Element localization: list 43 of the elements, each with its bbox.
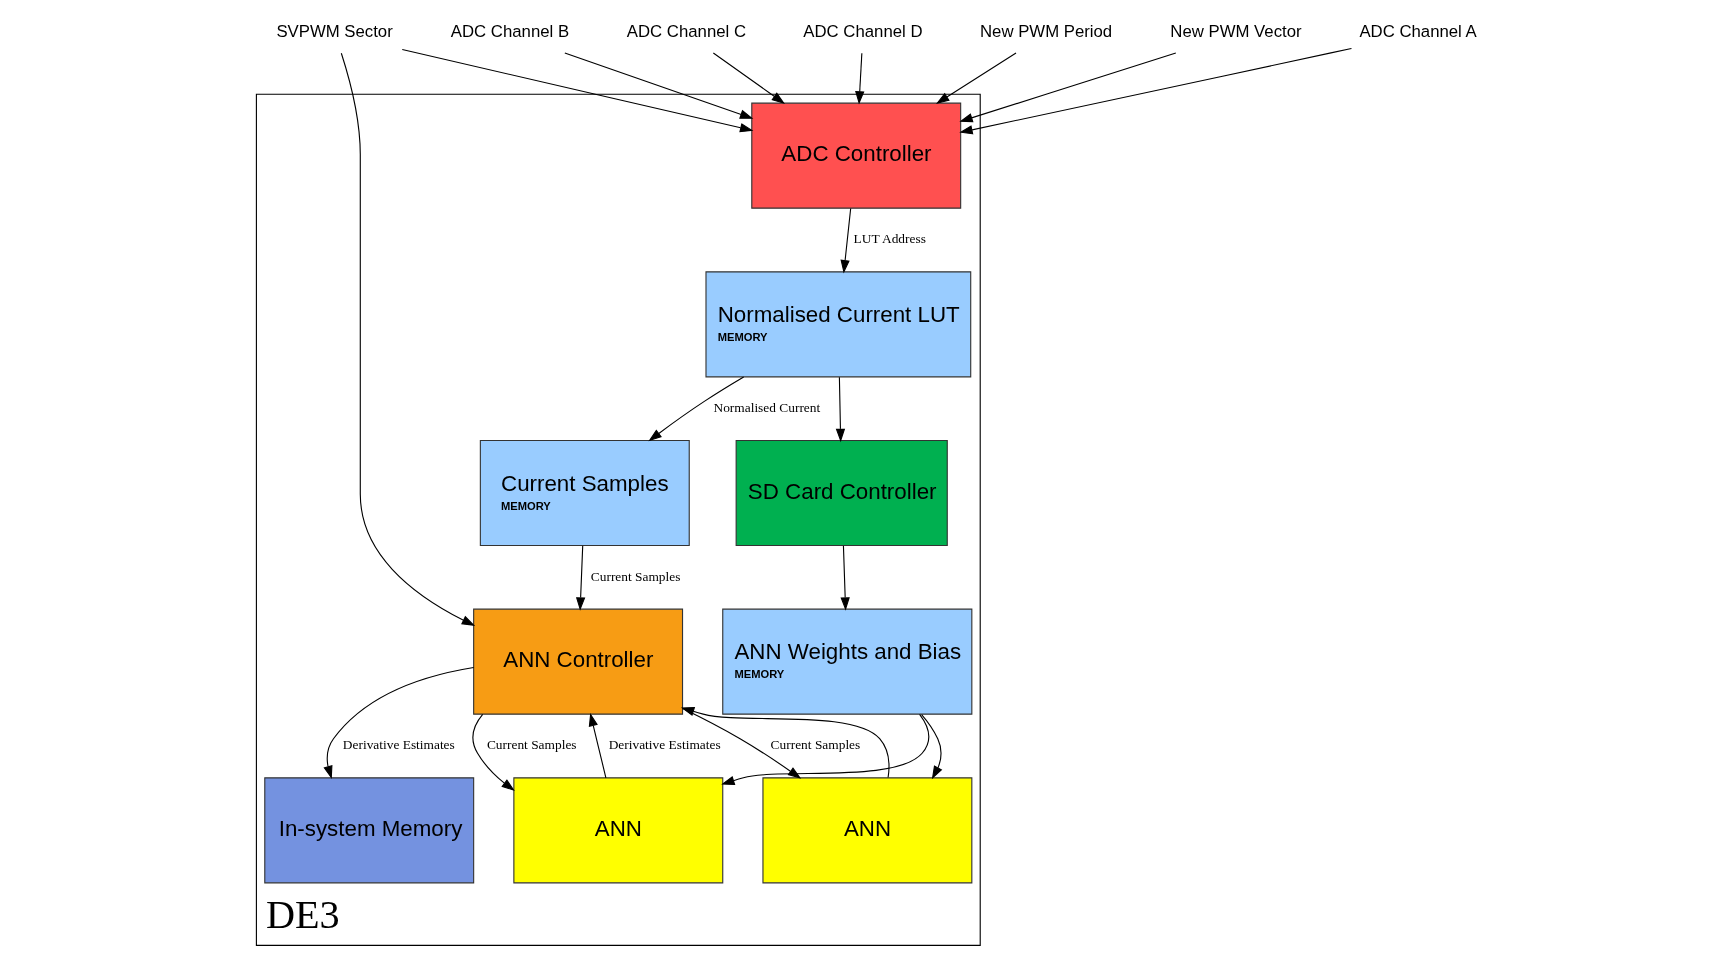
arrow [401, 49, 753, 133]
node-box: Current Samples MEMORY [479, 439, 690, 547]
node-box: SD Card Controller [735, 439, 948, 547]
node-box: ADC Controller [750, 102, 961, 209]
arrow [839, 207, 851, 274]
arrow [680, 706, 890, 779]
arrow [575, 545, 585, 611]
node-box: Normalised Current LUT MEMORY [704, 271, 971, 378]
edge-label: Current Samples [770, 737, 860, 753]
arrow [935, 52, 1017, 104]
arrow [647, 376, 744, 442]
edge-label: Derivative Estimates [608, 737, 721, 753]
node-text: ADC Channel C [626, 21, 746, 41]
edge-label: Current Samples [590, 568, 680, 584]
node-text: New PWM Vector [1169, 21, 1302, 41]
node-box: ANN Weights and Bias MEMORY [721, 608, 972, 715]
arrow [681, 707, 801, 779]
node-text: ADC Channel B [450, 21, 569, 41]
arrow [854, 52, 864, 105]
arrow [340, 52, 475, 626]
node-box: ANN [761, 777, 972, 884]
node-text: ADC Channel D [802, 21, 923, 41]
arrow [958, 52, 1176, 123]
arrow [322, 666, 474, 780]
edge-label: LUT Address [853, 231, 926, 247]
arrow [712, 52, 785, 104]
node-text: ADC Channel A [1358, 21, 1477, 41]
arrow [588, 712, 606, 779]
node-box: ANN [512, 777, 723, 884]
node-text: SVPWM Sector [275, 21, 393, 41]
edge-label: Normalised Current [713, 400, 820, 416]
edge-label: Derivative Estimates [342, 737, 455, 753]
arrow [839, 545, 850, 611]
arrow [720, 713, 929, 785]
node-text: New PWM Period [979, 21, 1112, 41]
edge-label: Current Samples [486, 737, 577, 753]
arrow [835, 376, 845, 443]
arrow [958, 47, 1352, 135]
arrow [563, 52, 753, 119]
arrow [471, 713, 515, 791]
node-box: ANN Controller [472, 608, 683, 715]
arrow [920, 713, 942, 780]
node-box: In-system Memory [263, 777, 474, 884]
